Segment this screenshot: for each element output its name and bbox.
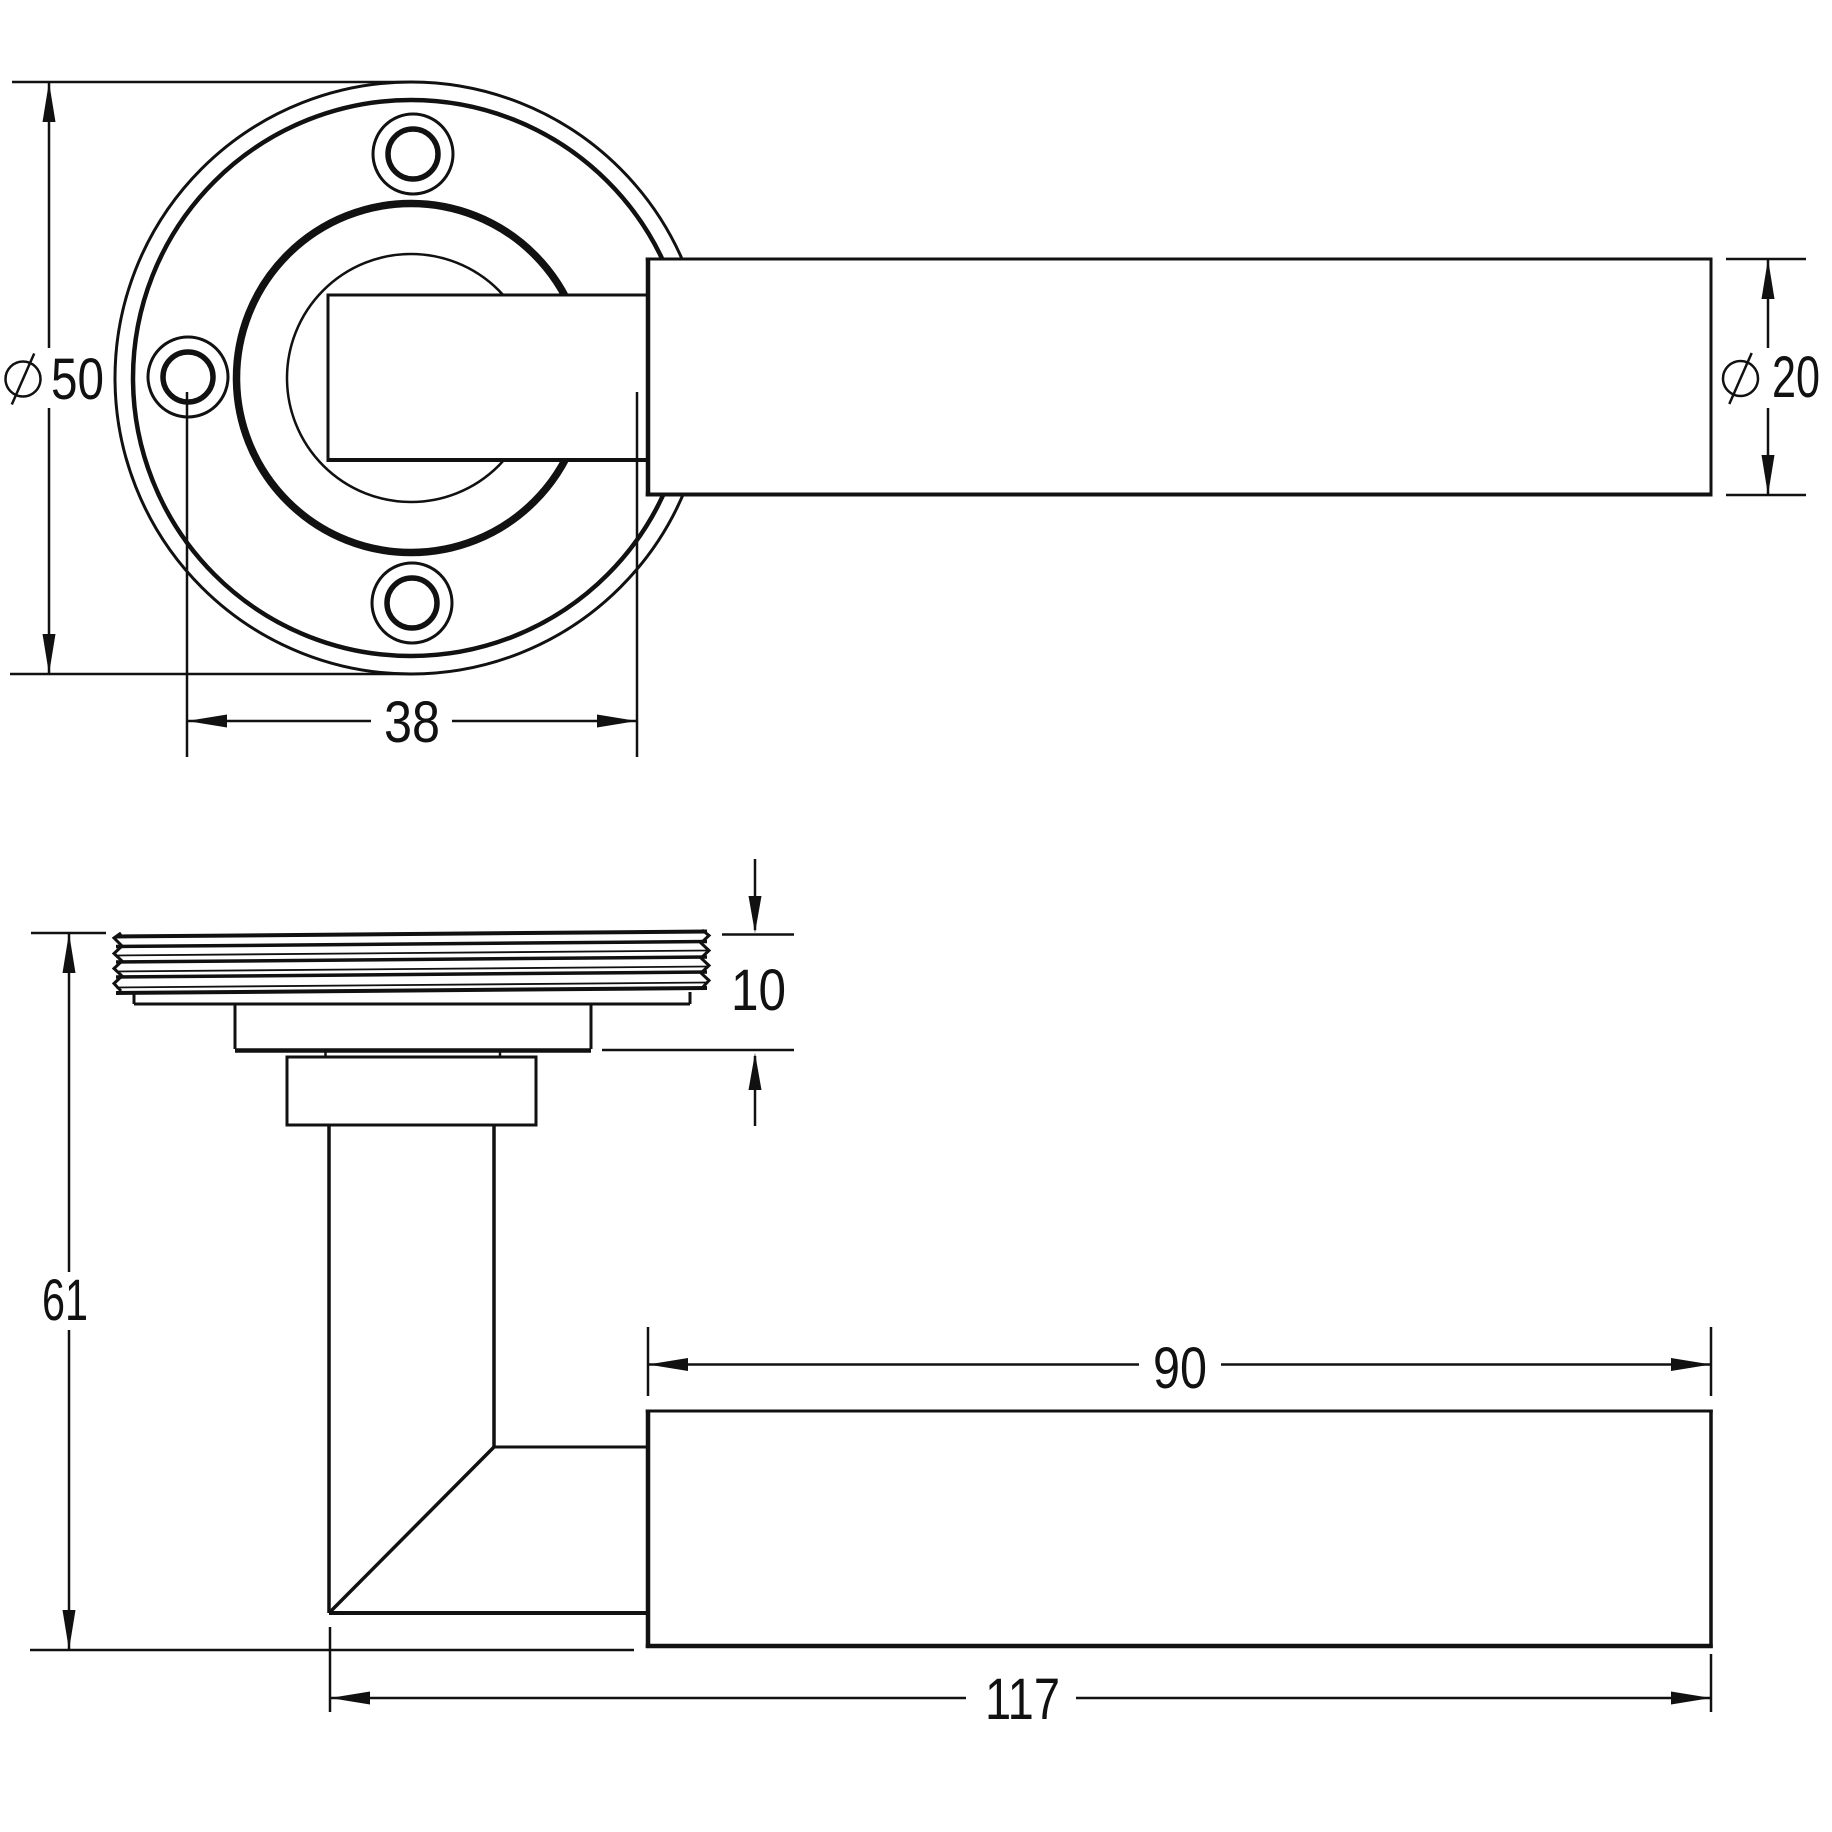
svg-text:117: 117	[985, 1667, 1060, 1732]
svg-text:20: 20	[1772, 345, 1820, 410]
svg-text:61: 61	[42, 1268, 88, 1333]
svg-text:10: 10	[731, 958, 786, 1023]
svg-text:38: 38	[384, 690, 440, 755]
svg-text:50: 50	[51, 347, 104, 412]
svg-text:90: 90	[1153, 1336, 1207, 1401]
